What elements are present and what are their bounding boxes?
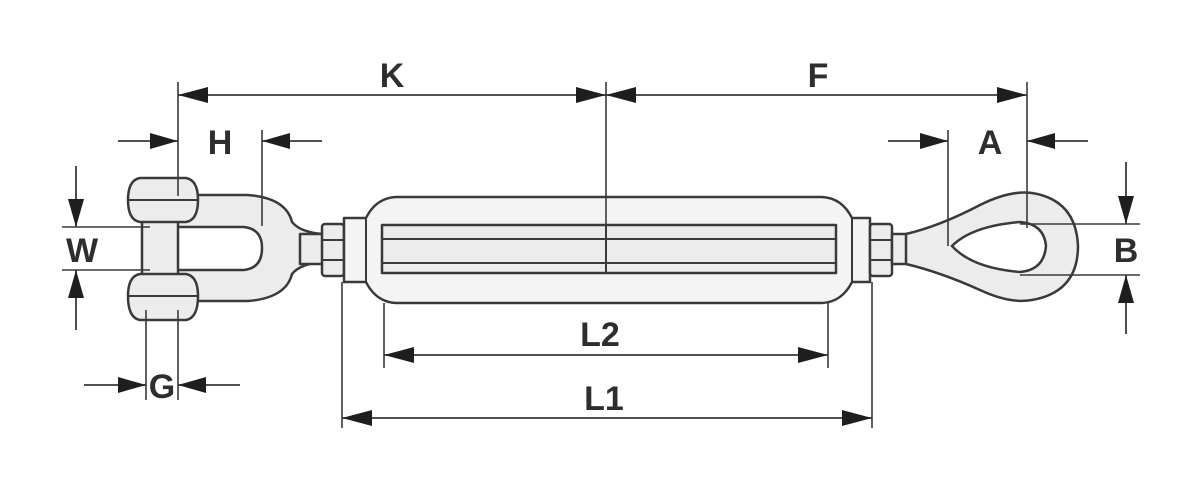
label-b: B (1114, 232, 1139, 270)
eye-hole (950, 220, 1048, 274)
dimension-g: G (84, 310, 240, 406)
label-l1: L1 (584, 380, 624, 418)
body-barrel (380, 223, 838, 275)
label-k: K (380, 57, 405, 95)
dimension-a: A (888, 124, 1088, 246)
dimension-h: H (118, 124, 322, 226)
label-a: A (978, 124, 1003, 162)
label-f: F (808, 57, 829, 95)
eye-end (890, 191, 1080, 303)
right-hex-nut (868, 222, 894, 278)
left-hex-nut (320, 222, 346, 278)
dimension-f: F (606, 57, 1028, 228)
dimension-l2: L2 (383, 303, 829, 368)
dimension-l1: L1 (341, 282, 873, 428)
jaw-end (126, 176, 328, 322)
dimension-w: W (62, 166, 150, 330)
dimension-k: K (177, 57, 607, 268)
label-l2: L2 (580, 316, 620, 354)
turnbuckle-body (342, 195, 872, 305)
dimension-b: B (1020, 162, 1140, 334)
label-h: H (208, 124, 233, 162)
label-w: W (66, 232, 99, 270)
label-g: G (149, 368, 175, 406)
